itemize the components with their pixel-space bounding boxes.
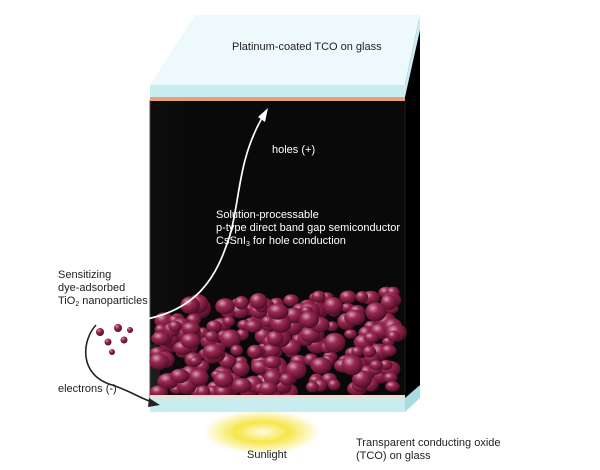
nanoparticle bbox=[180, 296, 200, 315]
nanoparticle bbox=[151, 331, 171, 346]
nanoparticle bbox=[215, 298, 235, 315]
nanoparticle bbox=[188, 356, 202, 366]
nanoparticle bbox=[310, 357, 332, 374]
bottom-electrode-line2: (TCO) on glass bbox=[356, 450, 431, 462]
nanoparticle-cluster bbox=[96, 324, 133, 355]
top-glass-edge bbox=[405, 15, 420, 97]
nanoparticle bbox=[385, 381, 400, 392]
nanoparticle bbox=[267, 303, 289, 320]
sunlight-glow bbox=[204, 410, 320, 454]
hole-conductor-line3: CsSnI3 for hole conduction bbox=[216, 235, 346, 248]
nanoparticle bbox=[267, 330, 284, 347]
nanoparticle bbox=[234, 296, 249, 310]
nanoparticle bbox=[232, 378, 252, 393]
nanoparticle bbox=[379, 359, 393, 370]
nanoparticle bbox=[259, 381, 278, 396]
nanoparticle bbox=[306, 381, 319, 393]
nanoparticle bbox=[327, 379, 341, 391]
nanoparticle bbox=[299, 311, 319, 329]
nanoparticle bbox=[381, 344, 397, 357]
nanoparticle bbox=[311, 290, 326, 303]
nanoparticle bbox=[352, 370, 373, 388]
nanoparticle bbox=[279, 373, 295, 386]
nanoparticle bbox=[232, 360, 250, 377]
nanoparticle bbox=[383, 372, 398, 384]
nanoparticle bbox=[213, 371, 234, 388]
top-electrode bbox=[150, 15, 420, 101]
nanoparticle bbox=[168, 320, 182, 332]
holes-label: holes (+) bbox=[272, 144, 316, 156]
nanoparticle-label: Sensitizing dye-adsorbed TiO2 nanopartic… bbox=[58, 269, 148, 308]
bottom-electrode bbox=[150, 385, 420, 412]
nanoparticle bbox=[249, 293, 268, 310]
nanoparticle bbox=[261, 343, 281, 358]
nanoparticle bbox=[149, 352, 170, 370]
hole-conductor-line1: Solution-processable bbox=[216, 209, 319, 221]
nanoparticle bbox=[247, 344, 263, 359]
nanoparticle bbox=[363, 332, 380, 344]
nanoparticle bbox=[230, 344, 244, 356]
nanoparticle bbox=[204, 330, 219, 342]
nanoparticle bbox=[219, 329, 241, 348]
nanoparticle bbox=[180, 333, 201, 349]
nanoparticle bbox=[202, 343, 225, 360]
nanoparticle bbox=[181, 321, 201, 336]
nanoparticle bbox=[323, 297, 344, 315]
holes-arrowhead bbox=[258, 108, 268, 122]
nanoparticle bbox=[323, 332, 346, 353]
bottom-electrode-line1: Transparent conducting oxide bbox=[356, 437, 501, 449]
bottom-tco-line bbox=[150, 395, 405, 398]
nanoparticle bbox=[263, 355, 281, 369]
nanoparticle bbox=[170, 368, 190, 384]
top-glass-surface bbox=[150, 15, 420, 85]
nanoparticle bbox=[206, 320, 223, 333]
bottom-electrode-label: Transparent conducting oxide (TCO) on gl… bbox=[356, 437, 501, 463]
nanoparticle bbox=[380, 294, 398, 311]
nanoparticle bbox=[222, 316, 235, 327]
sunlight-label: Sunlight bbox=[247, 449, 287, 461]
nanoparticle bbox=[387, 330, 400, 342]
nanoparticle bbox=[189, 369, 209, 386]
nanoparticle bbox=[344, 309, 366, 326]
nanoparticle bbox=[341, 355, 363, 376]
nanoparticle bbox=[362, 345, 377, 358]
nanoparticle bbox=[344, 329, 357, 339]
nanoparticle bbox=[283, 294, 299, 307]
nanoparticle bbox=[365, 302, 387, 322]
nanoparticle-line1: Sensitizing bbox=[58, 269, 112, 281]
bottom-glass-edge bbox=[405, 385, 420, 412]
tio2-nanoparticle-layer bbox=[149, 286, 407, 401]
top-electrode-label: Platinum-coated TCO on glass bbox=[232, 41, 382, 53]
nanoparticle-line2: dye-adsorbed bbox=[58, 282, 126, 294]
bottom-glass-front bbox=[150, 398, 405, 412]
platinum-coating bbox=[150, 97, 405, 101]
hole-conductor-line2: p-type direct band gap semiconductor bbox=[216, 222, 401, 234]
electrons-label: electrons (-) bbox=[58, 383, 117, 395]
nanoparticle bbox=[339, 290, 357, 304]
top-glass-front bbox=[150, 85, 405, 97]
nanoparticle bbox=[351, 346, 364, 357]
holes-arrow bbox=[121, 117, 263, 323]
nanoparticle bbox=[369, 360, 383, 371]
electrons-arrowhead bbox=[148, 398, 160, 407]
electrons-arrow bbox=[84, 324, 153, 403]
nanoparticle bbox=[244, 320, 263, 333]
hole-conductor-label: Solution-processable p-type direct band … bbox=[216, 209, 400, 248]
nanoparticle-line3: TiO2 nanoparticles bbox=[58, 295, 148, 308]
nanoparticle bbox=[355, 291, 369, 303]
